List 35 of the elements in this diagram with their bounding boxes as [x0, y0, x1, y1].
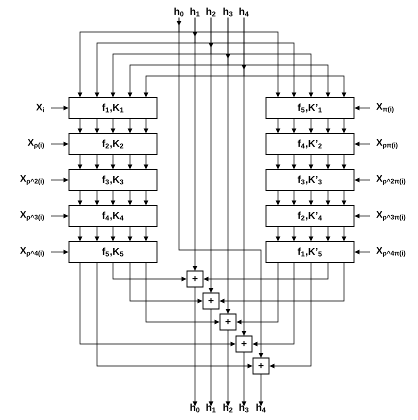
hash-input-label: h$_{0}$ — [174, 8, 184, 16]
round-box: f$_{4}$,K’$_{2}$ — [266, 133, 354, 155]
round-box: f$_{2}$,K’$_{4}$ — [266, 205, 354, 227]
message-word-label: X$_{ρ^3(i)}$ — [20, 211, 44, 221]
message-word-label: X$_{i}$ — [36, 104, 44, 112]
hash-input-label: h$_{3}$ — [223, 8, 232, 16]
message-word-label: X$_{ρ(i)}$ — [28, 139, 44, 149]
message-word-label: X$_{ρπ(i)}$ — [376, 139, 398, 149]
message-word-label: X$_{ρ^4(i)}$ — [20, 247, 44, 257]
adder-box: + — [202, 292, 220, 310]
message-word-label: X$_{ρ^4π(i)}$ — [376, 247, 406, 257]
round-box: f$_{3}$,K’$_{3}$ — [266, 169, 354, 191]
round-box: f$_{4}$,K$_{4}$ — [68, 205, 158, 227]
hash-output-label: h$_{2}$ — [223, 404, 232, 412]
message-word-label: X$_{ρ^3π(i)}$ — [376, 211, 406, 221]
round-box: f$_{2}$,K$_{2}$ — [68, 133, 158, 155]
hash-output-label: h$_{1}$ — [206, 404, 216, 412]
hash-input-label: h$_{4}$ — [239, 8, 249, 16]
message-word-label: X$_{ρ^2(i)}$ — [20, 175, 44, 185]
hash-output-label: h$_{0}$ — [190, 404, 200, 412]
round-box: f$_{1}$,K$_{1}$ — [68, 97, 158, 119]
round-box: f$_{5}$,K’$_{1}$ — [266, 97, 354, 119]
message-word-label: X$_{ρ^2π(i)}$ — [376, 175, 406, 185]
round-box: f$_{5}$,K$_{5}$ — [68, 241, 158, 263]
hash-input-label: h$_{2}$ — [206, 8, 216, 16]
hash-output-label: h$_{3}$ — [239, 404, 248, 412]
adder-box: + — [220, 314, 236, 330]
round-box: f$_{1}$,K’$_{5}$ — [266, 241, 354, 263]
hash-output-label: h$_{4}$ — [256, 404, 266, 412]
round-box: f$_{3}$,K$_{3}$ — [68, 169, 158, 191]
adder-box: + — [236, 336, 252, 352]
hash-input-label: h$_{1}$ — [190, 8, 200, 16]
adder-box: + — [252, 358, 270, 374]
message-word-label: X$_{π(i)}$ — [376, 103, 394, 113]
adder-box: + — [186, 270, 204, 288]
